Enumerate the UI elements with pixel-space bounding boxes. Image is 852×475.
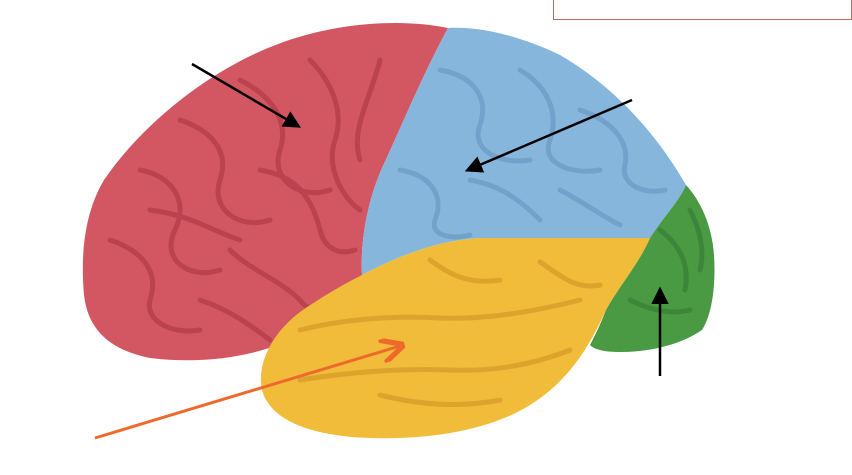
frontal-pointer-arrow	[191, 62, 302, 128]
parietal-lobe	[361, 27, 686, 276]
temporal-lobe	[260, 238, 650, 439]
label-box	[553, 0, 852, 20]
parietal-pointer-arrow	[464, 98, 633, 173]
frontal-lobe	[82, 22, 448, 361]
temporal-pointer-arrow	[94, 346, 400, 440]
